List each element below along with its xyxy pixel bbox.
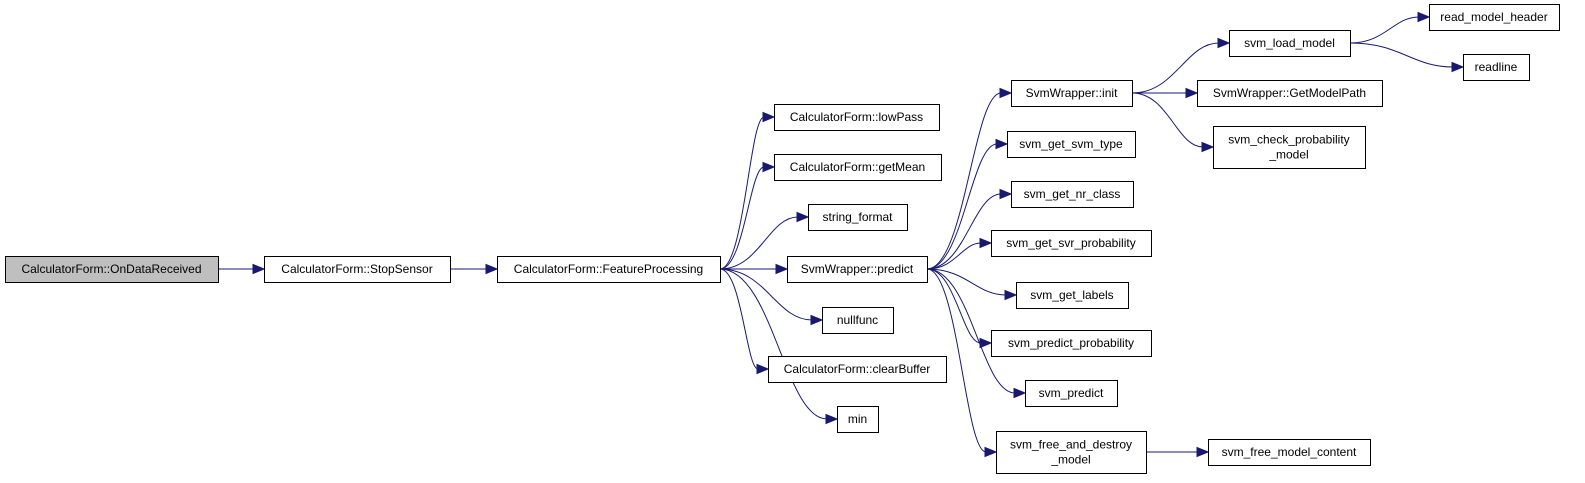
node-predprob[interactable]: svm_predict_probability bbox=[991, 330, 1152, 357]
node-label: SvmWrapper::predict bbox=[801, 262, 914, 276]
node-svmpredict[interactable]: svm_predict bbox=[1025, 380, 1118, 407]
node-readheader[interactable]: read_model_header bbox=[1429, 4, 1560, 31]
node-readline[interactable]: readline bbox=[1463, 54, 1530, 81]
edge-featproc-to-nullfunc bbox=[719, 268, 824, 326]
edge-loadmodel-to-readheader bbox=[1349, 11, 1431, 44]
node-lowpass[interactable]: CalculatorForm::lowPass bbox=[774, 104, 940, 131]
edge-featproc-to-predict bbox=[720, 263, 789, 275]
edge-featproc-to-getmean bbox=[719, 161, 776, 270]
node-label: nullfunc bbox=[837, 313, 878, 327]
edge-predict-to-svmtype bbox=[926, 138, 1009, 270]
edge-featproc-to-clearbuf bbox=[719, 268, 770, 375]
edge-featproc-to-lowpass bbox=[719, 111, 776, 270]
edge-init-to-getmodelpath bbox=[1132, 87, 1199, 99]
node-label: svm_get_nr_class bbox=[1024, 187, 1121, 201]
node-nrclass[interactable]: svm_get_nr_class bbox=[1011, 181, 1134, 208]
edge-predict-to-labels bbox=[926, 268, 1018, 301]
node-label: CalculatorForm::getMean bbox=[790, 160, 925, 174]
node-checkprob[interactable]: svm_check_probability_model bbox=[1213, 126, 1366, 169]
edge-featproc-to-strfmt bbox=[719, 211, 810, 270]
node-getmodelpath[interactable]: SvmWrapper::GetModelPath bbox=[1197, 80, 1383, 107]
node-label: svm_free_and_destroy bbox=[1010, 438, 1132, 452]
node-label: svm_get_svm_type bbox=[1019, 137, 1123, 151]
node-label: svm_predict_probability bbox=[1008, 336, 1134, 350]
edge-freedestroy-to-freecontent bbox=[1146, 446, 1210, 458]
node-label: SvmWrapper::GetModelPath bbox=[1213, 86, 1366, 100]
call-edges bbox=[218, 11, 1465, 458]
edge-predict-to-init bbox=[926, 87, 1013, 270]
node-nullfunc[interactable]: nullfunc bbox=[822, 307, 894, 334]
edge-ondata-to-stopsensor bbox=[218, 263, 266, 275]
node-label: svm_check_probability bbox=[1228, 133, 1349, 147]
node-freedestroy[interactable]: svm_free_and_destroy_model bbox=[996, 431, 1147, 474]
node-label: CalculatorForm::StopSensor bbox=[281, 262, 432, 276]
node-label: svm_predict bbox=[1039, 386, 1104, 400]
edge-predict-to-nrclass bbox=[926, 188, 1013, 270]
node-label: svm_free_model_content bbox=[1222, 445, 1357, 459]
node-stopsensor[interactable]: CalculatorForm::StopSensor bbox=[264, 256, 451, 283]
node-label: CalculatorForm::lowPass bbox=[790, 110, 923, 124]
edge-loadmodel-to-readline bbox=[1349, 42, 1465, 73]
node-clearbuf[interactable]: CalculatorForm::clearBuffer bbox=[768, 356, 947, 383]
node-svmtype[interactable]: svm_get_svm_type bbox=[1007, 131, 1136, 158]
node-label: _model bbox=[1050, 453, 1090, 467]
node-label: CalculatorForm::OnDataReceived bbox=[21, 262, 201, 276]
node-min[interactable]: min bbox=[837, 406, 879, 433]
node-label: min bbox=[848, 412, 867, 426]
node-label: string_format bbox=[822, 210, 893, 224]
node-labels[interactable]: svm_get_labels bbox=[1016, 282, 1129, 309]
node-svrprob[interactable]: svm_get_svr_probability bbox=[991, 230, 1152, 257]
node-label: svm_get_labels bbox=[1030, 288, 1113, 302]
node-label: _model bbox=[1268, 148, 1308, 162]
edge-predict-to-predprob bbox=[926, 268, 993, 349]
node-label: CalculatorForm::clearBuffer bbox=[784, 362, 931, 376]
node-init[interactable]: SvmWrapper::init bbox=[1011, 80, 1133, 107]
node-loadmodel[interactable]: svm_load_model bbox=[1229, 30, 1351, 57]
edge-predict-to-freedestroy bbox=[926, 268, 998, 458]
node-label: readline bbox=[1475, 60, 1518, 74]
node-getmean[interactable]: CalculatorForm::getMean bbox=[774, 154, 942, 181]
node-label: svm_load_model bbox=[1244, 36, 1335, 50]
node-label: SvmWrapper::init bbox=[1026, 86, 1118, 100]
edge-featproc-to-min bbox=[719, 268, 839, 425]
edge-predict-to-svrprob bbox=[926, 237, 993, 270]
node-strfmt[interactable]: string_format bbox=[808, 204, 908, 231]
node-label: read_model_header bbox=[1440, 10, 1547, 24]
edge-init-to-checkprob bbox=[1131, 92, 1215, 153]
edge-stopsensor-to-featproc bbox=[450, 263, 499, 275]
node-label: svm_get_svr_probability bbox=[1006, 236, 1135, 250]
edge-predict-to-svmpredict bbox=[926, 268, 1027, 399]
node-featproc[interactable]: CalculatorForm::FeatureProcessing bbox=[497, 256, 721, 283]
node-ondata: CalculatorForm::OnDataReceived bbox=[5, 256, 219, 283]
node-predict[interactable]: SvmWrapper::predict bbox=[787, 256, 928, 283]
node-label: CalculatorForm::FeatureProcessing bbox=[514, 262, 703, 276]
edge-init-to-loadmodel bbox=[1131, 37, 1231, 94]
node-freecontent[interactable]: svm_free_model_content bbox=[1208, 439, 1371, 466]
